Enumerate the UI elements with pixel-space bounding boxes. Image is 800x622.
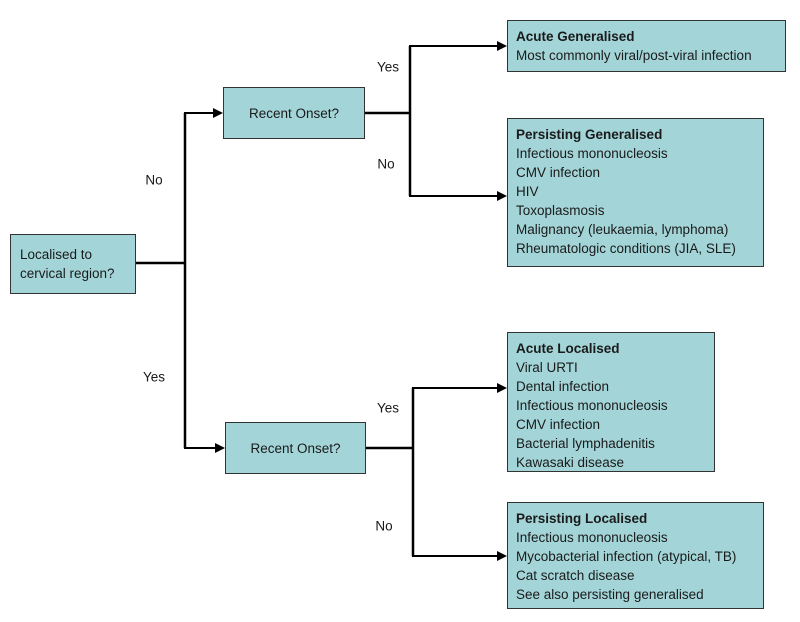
list-item: CMV infection: [516, 417, 601, 432]
edge-label-root-yes: Yes: [142, 369, 166, 385]
node-persisting-localised: Persisting Localised Infectious mononucl…: [507, 502, 764, 609]
list-item: Dental infection: [516, 379, 610, 394]
node-root-question-label: Localised to cervical region?: [20, 247, 115, 281]
edge-label-top-yes: Yes: [376, 59, 400, 75]
list-item: Viral URTI: [516, 360, 578, 375]
list-item: Infectious mononucleosis: [516, 530, 668, 545]
edge-label-bottom-yes: Yes: [376, 400, 400, 416]
node-persisting-generalised: Persisting Generalised Infectious mononu…: [507, 118, 764, 267]
list-item: CMV infection: [516, 165, 601, 180]
list-item: Most commonly viral/post-viral infection: [516, 48, 752, 63]
list-item: Infectious mononucleosis: [516, 398, 668, 413]
node-acute-generalised: Acute Generalised Most commonly viral/po…: [507, 20, 786, 72]
node-recent-onset-top-label: Recent Onset?: [248, 105, 340, 121]
node-acute-localised-title: Acute Localised: [516, 341, 620, 356]
edge-label-bottom-no: No: [375, 518, 393, 534]
edge-label-top-no: No: [377, 156, 395, 172]
node-persisting-generalised-title: Persisting Generalised: [516, 127, 663, 142]
list-item: Kawasaki disease: [516, 455, 625, 470]
list-item: HIV: [516, 184, 539, 199]
list-item: Rheumatologic conditions (JIA, SLE): [516, 241, 736, 256]
list-item: Toxoplasmosis: [516, 203, 605, 218]
node-recent-onset-bottom-label: Recent Onset?: [250, 440, 341, 456]
list-item: Bacterial lymphadenitis: [516, 436, 655, 451]
list-item: Infectious mononucleosis: [516, 146, 668, 161]
list-item: See also persisting generalised: [516, 587, 704, 602]
node-persisting-localised-title: Persisting Localised: [516, 511, 648, 526]
list-item: Malignancy (leukaemia, lymphoma): [516, 222, 729, 237]
node-root-question: Localised to cervical region?: [10, 234, 136, 294]
edge-label-root-no: No: [145, 172, 163, 188]
list-item: Mycobacterial infection (atypical, TB): [516, 549, 737, 564]
node-recent-onset-bottom: Recent Onset?: [225, 422, 366, 474]
list-item: Cat scratch disease: [516, 568, 635, 583]
node-acute-localised: Acute Localised Viral URTI Dental infect…: [507, 332, 715, 472]
node-acute-generalised-title: Acute Generalised: [516, 29, 635, 44]
node-recent-onset-top: Recent Onset?: [223, 87, 365, 139]
